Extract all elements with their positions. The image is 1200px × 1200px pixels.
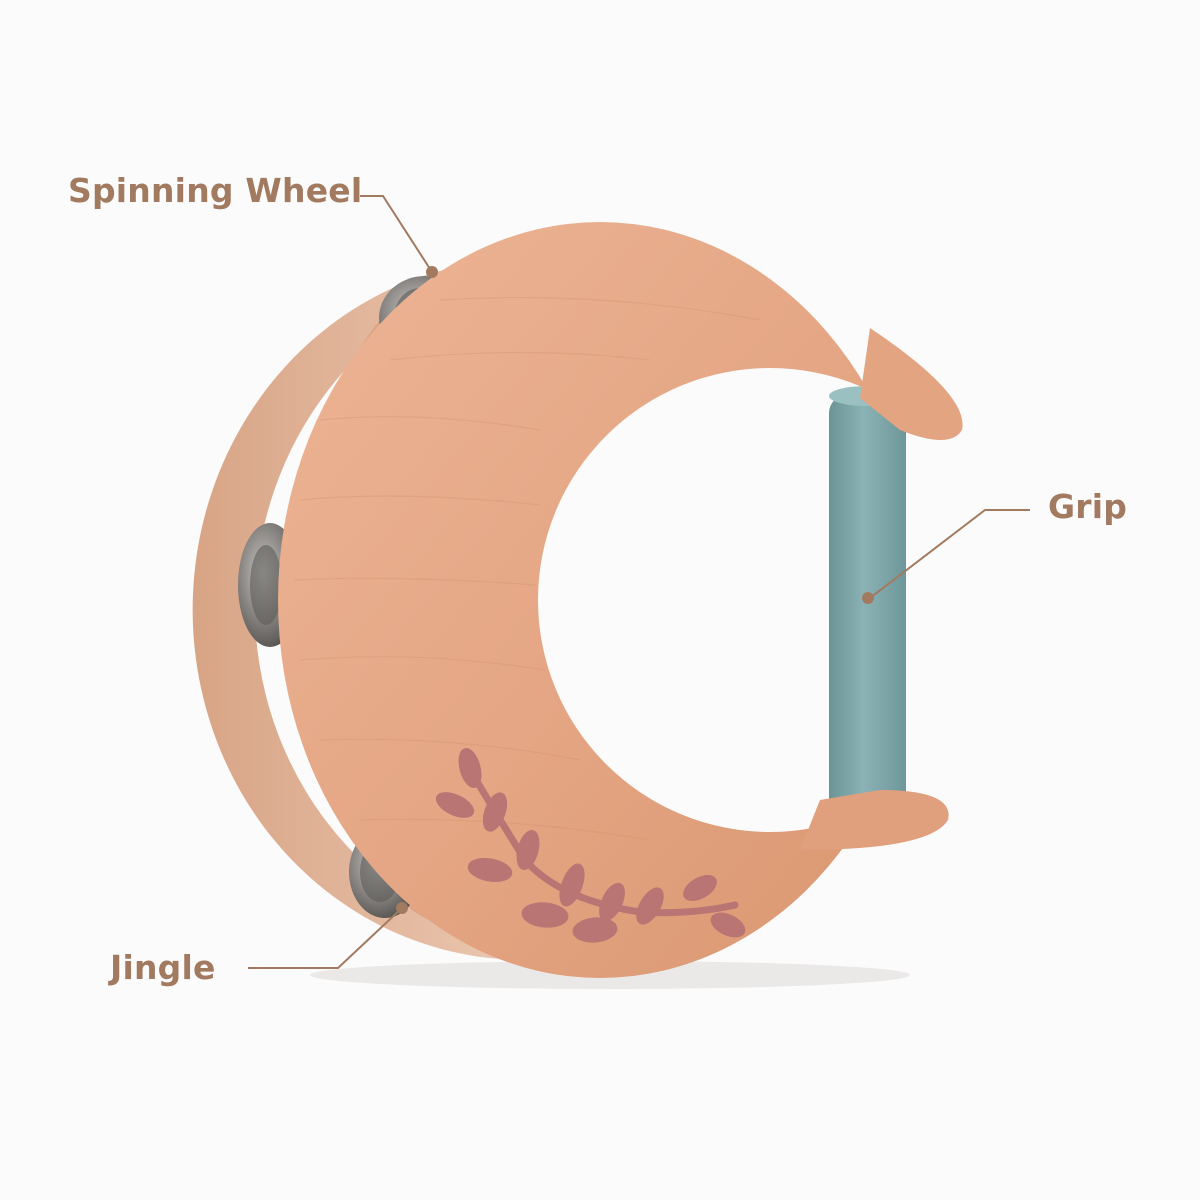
leader-line-spinning-wheel bbox=[360, 195, 433, 273]
leader-line-grip bbox=[869, 509, 1030, 599]
leaf-motif bbox=[435, 748, 746, 943]
label-grip: Grip bbox=[1048, 487, 1128, 526]
label-jingle: Jingle bbox=[110, 948, 216, 987]
leader-dot-grip bbox=[862, 592, 874, 604]
leader-lines bbox=[248, 195, 1030, 969]
leader-dot-jingle bbox=[396, 902, 408, 914]
leader-line-jingle bbox=[248, 907, 403, 969]
wooden-crescent bbox=[278, 222, 963, 978]
leader-dot-spinning-wheel bbox=[426, 266, 438, 278]
label-spinning-wheel: Spinning Wheel bbox=[68, 171, 363, 210]
